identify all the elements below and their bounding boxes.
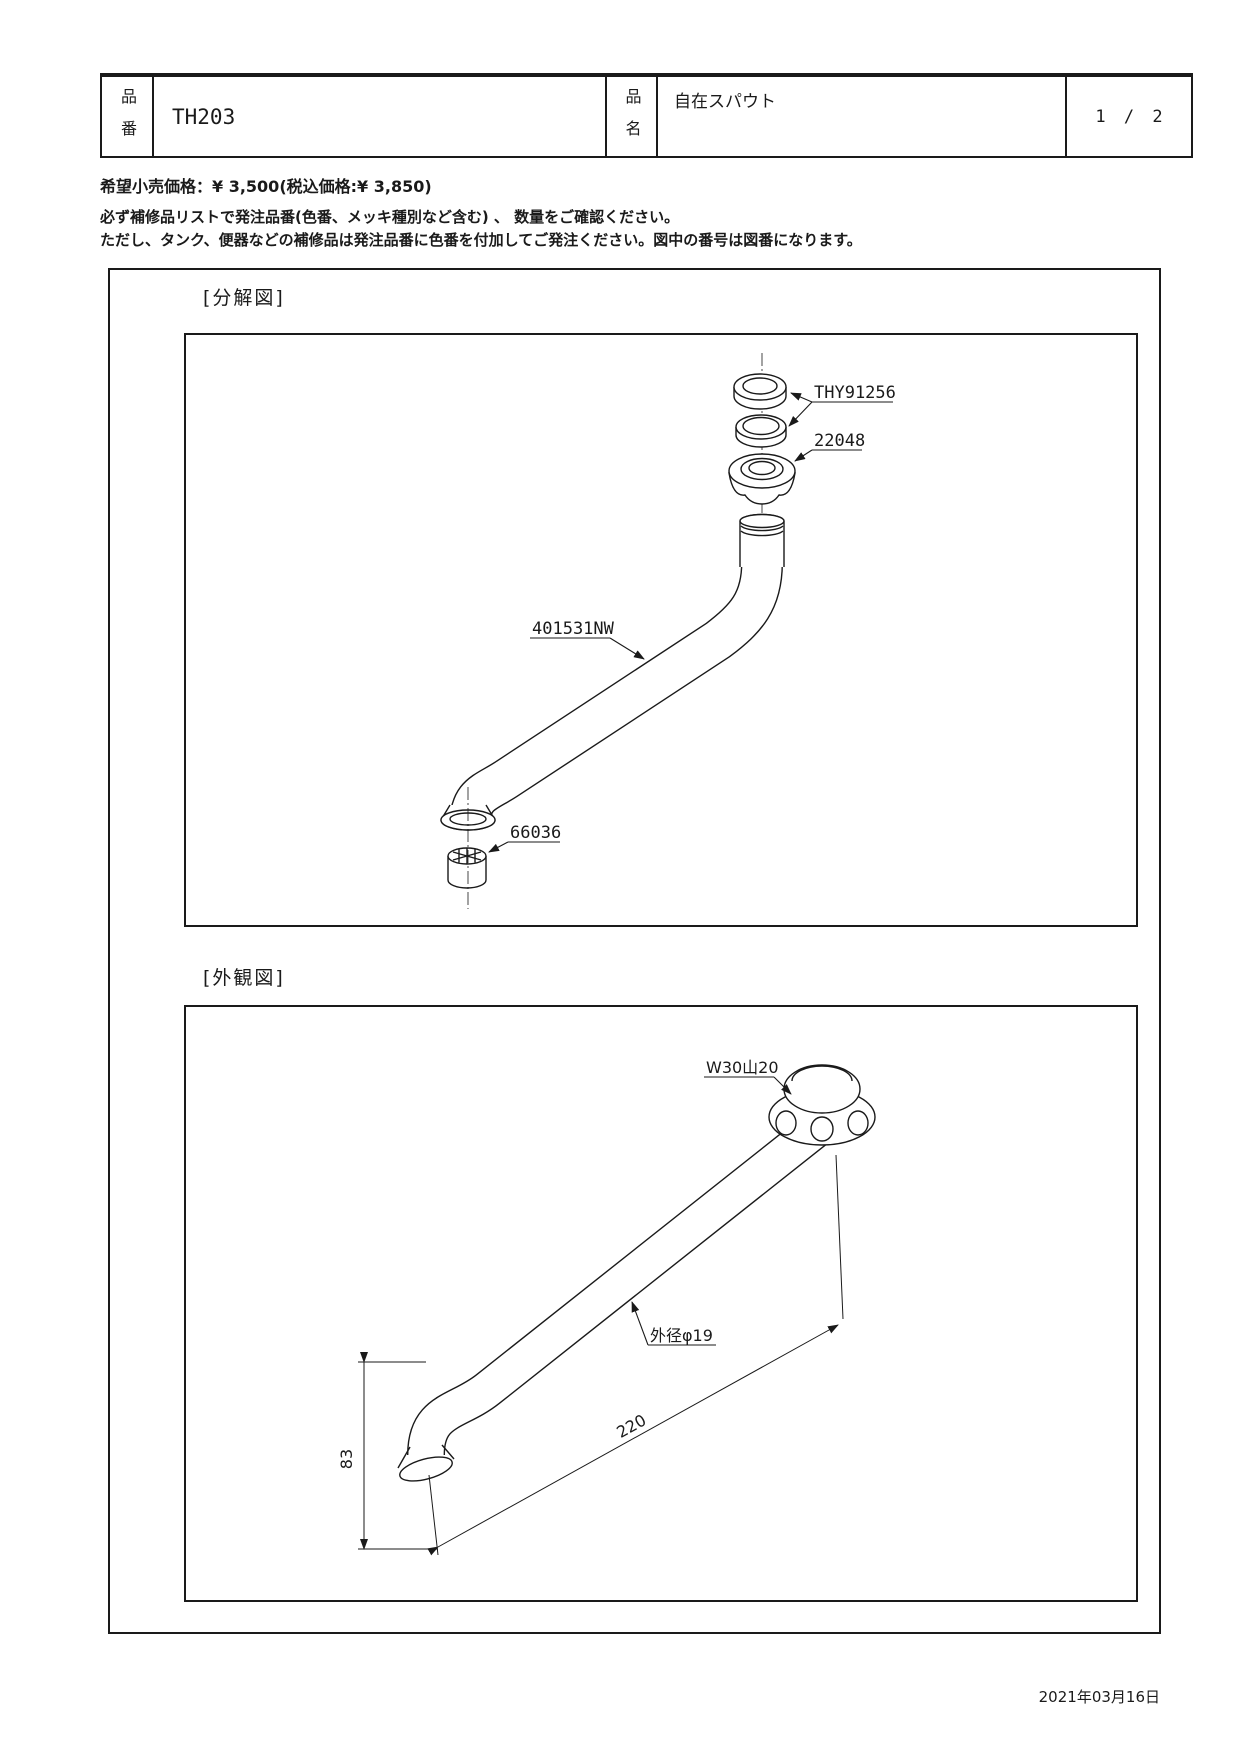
header-table: 品番 TH203 品名 自在スパウト 1 / 2 bbox=[100, 73, 1193, 158]
spout-pipe bbox=[449, 535, 783, 827]
label-outer-dia: 外径φ19 bbox=[631, 1301, 716, 1346]
nut-part-number: 22048 bbox=[814, 431, 865, 451]
dimension-height: 83 bbox=[337, 1352, 438, 1550]
dimension-length: 220 bbox=[427, 1154, 844, 1556]
page-indicator-cell: 1 / 2 bbox=[1065, 77, 1195, 156]
order-note-line2: ただし、タンク、便器などの補修品は発注品番に色番を付加してご発注ください。図中の… bbox=[100, 231, 862, 249]
thread-size: W30山20 bbox=[706, 1058, 779, 1077]
label-nut: 22048 bbox=[794, 431, 865, 462]
label-aerator: 66036 bbox=[488, 823, 561, 853]
part-number-value: TH203 bbox=[172, 104, 236, 129]
retail-price-line: 希望小売価格：¥ 3,500(税込価格:¥ 3,850) bbox=[100, 177, 432, 196]
exploded-view-box: THY91256 22048 401531NW 66036 bbox=[184, 333, 1138, 927]
outline-view-drawing: W30山20 外径φ19 220 83 bbox=[337, 1058, 876, 1556]
packing-part-number: THY91256 bbox=[814, 383, 896, 403]
issue-date: 2021年03月16日 bbox=[1038, 1688, 1160, 1706]
part-name-cell: 自在スパウト bbox=[656, 77, 1065, 156]
outer-diameter: 外径φ19 bbox=[650, 1326, 713, 1345]
spout-tube bbox=[407, 1100, 846, 1457]
outline-view-box: W30山20 外径φ19 220 83 bbox=[184, 1005, 1138, 1602]
packing-ring-upper bbox=[733, 373, 787, 410]
exploded-view-title: [分解図] bbox=[203, 287, 285, 309]
aerator-part-number: 66036 bbox=[510, 823, 561, 843]
part-number-label-cell: 品番 bbox=[102, 77, 152, 156]
outline-view-title: [外観図] bbox=[203, 967, 285, 989]
exploded-view-drawing: THY91256 22048 401531NW 66036 bbox=[440, 353, 896, 909]
threaded-inlet bbox=[739, 513, 785, 567]
coupling-nut bbox=[728, 453, 796, 505]
part-number-label: 品番 bbox=[118, 87, 137, 152]
packing-ring-lower bbox=[735, 414, 787, 448]
part-number-cell: TH203 bbox=[152, 77, 605, 156]
part-name-value: 自在スパウト bbox=[674, 92, 776, 112]
part-name-label-cell: 品名 bbox=[605, 77, 656, 156]
label-thread: W30山20 bbox=[704, 1058, 792, 1095]
page-indicator: 1 / 2 bbox=[1095, 106, 1167, 127]
aerator-part bbox=[447, 847, 487, 889]
height-value: 83 bbox=[337, 1449, 356, 1469]
length-value: 220 bbox=[613, 1410, 649, 1441]
part-name-label: 品名 bbox=[622, 87, 642, 152]
order-note-line1: 必ず補修品リストで発注品番(色番、メッキ種別など含む) 、 数量をご確認ください… bbox=[100, 208, 680, 226]
thread-connector bbox=[768, 1064, 876, 1146]
label-spout: 401531NW bbox=[530, 619, 645, 660]
spout-part-number: 401531NW bbox=[532, 619, 615, 639]
label-packing: THY91256 bbox=[788, 383, 896, 427]
